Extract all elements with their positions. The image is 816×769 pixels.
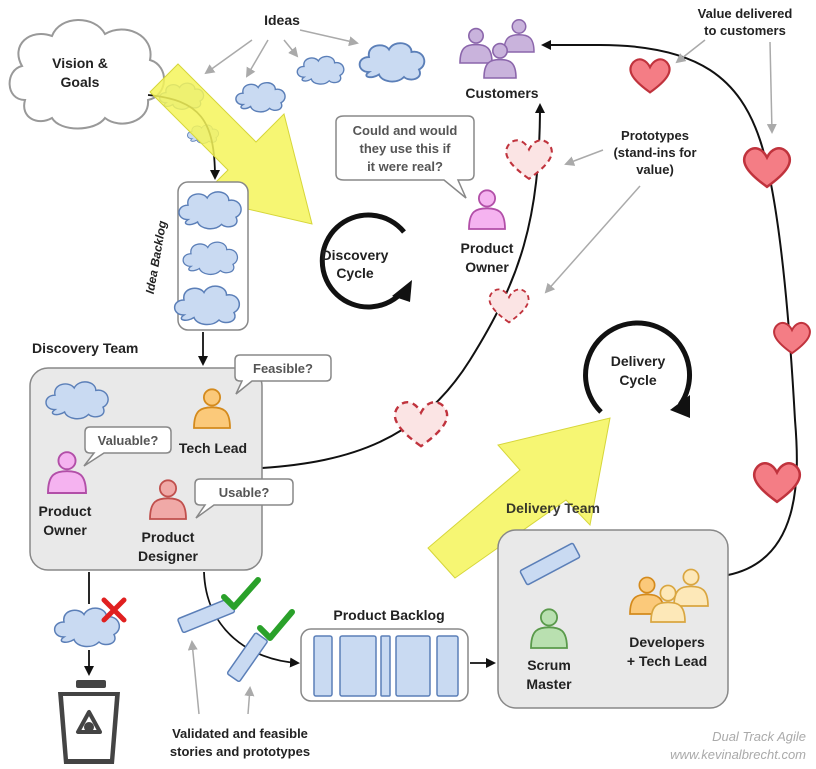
po-team-label-1: Product — [39, 503, 92, 519]
vision-label-2: Goals — [61, 74, 100, 90]
prototypes-label-1: Prototypes — [621, 128, 689, 143]
product-designer: Product Designer — [138, 479, 199, 564]
customer-person-icon — [459, 27, 493, 64]
backlog-item — [313, 635, 333, 697]
customer-person-icon — [503, 19, 535, 53]
question-line-3: it were real? — [367, 159, 443, 174]
tech-lead-label: Tech Lead — [179, 440, 247, 456]
designer-label-1: Product — [142, 529, 195, 545]
credit-title: Dual Track Agile — [712, 729, 806, 744]
trash-icon — [58, 680, 120, 764]
vision-label-1: Vision & — [52, 55, 108, 71]
validated-label-1: Validated and feasible — [172, 726, 308, 741]
backlog-item — [395, 635, 431, 697]
delivery-story-card — [519, 542, 581, 586]
feasible-text: Feasible? — [253, 361, 313, 376]
delivery-cycle-label-2: Cycle — [619, 372, 657, 388]
idea-cloud-icon — [235, 81, 286, 113]
question-line-1: Could and would — [353, 123, 458, 138]
delivery-cycle: Delivery Cycle — [583, 320, 692, 418]
backlog-item — [339, 635, 377, 697]
prototypes-arrows — [544, 149, 641, 294]
scrum-label-1: Scrum — [527, 657, 571, 673]
po-team-label-2: Owner — [43, 522, 87, 538]
heart-icon — [629, 58, 671, 94]
discovery-cycle: Discovery Cycle — [319, 212, 412, 310]
credit-url: www.kevinalbrecht.com — [670, 747, 806, 762]
delivery-team-box — [497, 529, 729, 709]
heart-icon — [742, 147, 792, 189]
usable-bubble: Usable? — [194, 478, 294, 519]
product-backlog-label: Product Backlog — [333, 607, 444, 623]
delivery-cycle-label-1: Delivery — [611, 353, 666, 369]
idea-backlog-label: Idea Backlog — [143, 219, 170, 295]
validated-arrows — [187, 640, 255, 715]
idea-backlog: Idea Backlog — [143, 181, 249, 331]
delivery-to-customers-line — [541, 40, 798, 576]
tech-lead: Tech Lead — [179, 388, 247, 456]
scrum-label-2: Master — [526, 676, 572, 692]
value-label-2: to customers — [704, 23, 786, 38]
discovery-cycle-label-2: Cycle — [336, 265, 374, 281]
ideas-arrows — [204, 29, 359, 78]
validated-label-2: stories and prototypes — [170, 744, 310, 759]
dev-label-1: Developers — [629, 634, 705, 650]
value-arrows — [675, 39, 777, 134]
discovery-cycle-label-1: Discovery — [322, 247, 389, 263]
valuable-bubble: Valuable? — [83, 426, 172, 467]
ideas-label: Ideas — [264, 12, 300, 28]
product-owner-team: Product Owner — [39, 451, 92, 538]
cycle-arrow-icon — [319, 212, 406, 310]
idea-cloud-icon — [358, 42, 426, 83]
po-top-label-1: Product — [461, 240, 514, 256]
customers-label: Customers — [465, 85, 538, 101]
valuable-text: Valuable? — [98, 433, 159, 448]
scrum-master: Scrum Master — [526, 608, 572, 692]
backlog-item — [436, 635, 459, 697]
idea-cloud-icon — [296, 55, 345, 85]
story-card — [226, 632, 268, 683]
prototypes-label-2: (stand-ins for — [613, 145, 696, 160]
check-icon — [221, 577, 261, 610]
team-to-backlog-line — [203, 571, 300, 668]
cross-icon — [101, 597, 127, 623]
heart-icon — [752, 462, 802, 504]
heart-icon — [773, 321, 811, 355]
product-backlog — [300, 628, 469, 702]
customers-group: Customers — [459, 19, 539, 101]
usable-text: Usable? — [219, 485, 270, 500]
po-top-label-2: Owner — [465, 259, 509, 275]
feasible-bubble: Feasible? — [234, 354, 332, 395]
recycle-icon — [76, 710, 102, 734]
delivery-big-arrow — [427, 417, 611, 579]
dev-label-2: + Tech Lead — [627, 653, 707, 669]
prototype-heart-icon — [505, 139, 553, 180]
discovery-team-label: Discovery Team — [32, 340, 138, 356]
check-icon — [257, 609, 295, 641]
product-owner-person-icon — [468, 189, 506, 230]
delivery-team-label: Delivery Team — [506, 500, 600, 516]
prototype-heart-icon — [393, 400, 449, 448]
question-bubble: Could and would they use this if it were… — [335, 115, 475, 199]
designer-label-2: Designer — [138, 548, 198, 564]
vision-goals-cloud: Vision & Goals — [8, 19, 165, 130]
product-owner-top: Product Owner — [461, 189, 514, 275]
cycle-arrow-icon — [583, 320, 692, 414]
discovery-to-customers-line — [261, 103, 545, 469]
discovery-big-arrow — [149, 63, 313, 225]
developers: Developers + Tech Lead — [627, 568, 709, 669]
backlog-item — [380, 635, 391, 697]
question-line-2: they use this if — [359, 141, 451, 156]
prototypes-label-3: value) — [636, 162, 674, 177]
value-label-1: Value delivered — [698, 6, 793, 21]
